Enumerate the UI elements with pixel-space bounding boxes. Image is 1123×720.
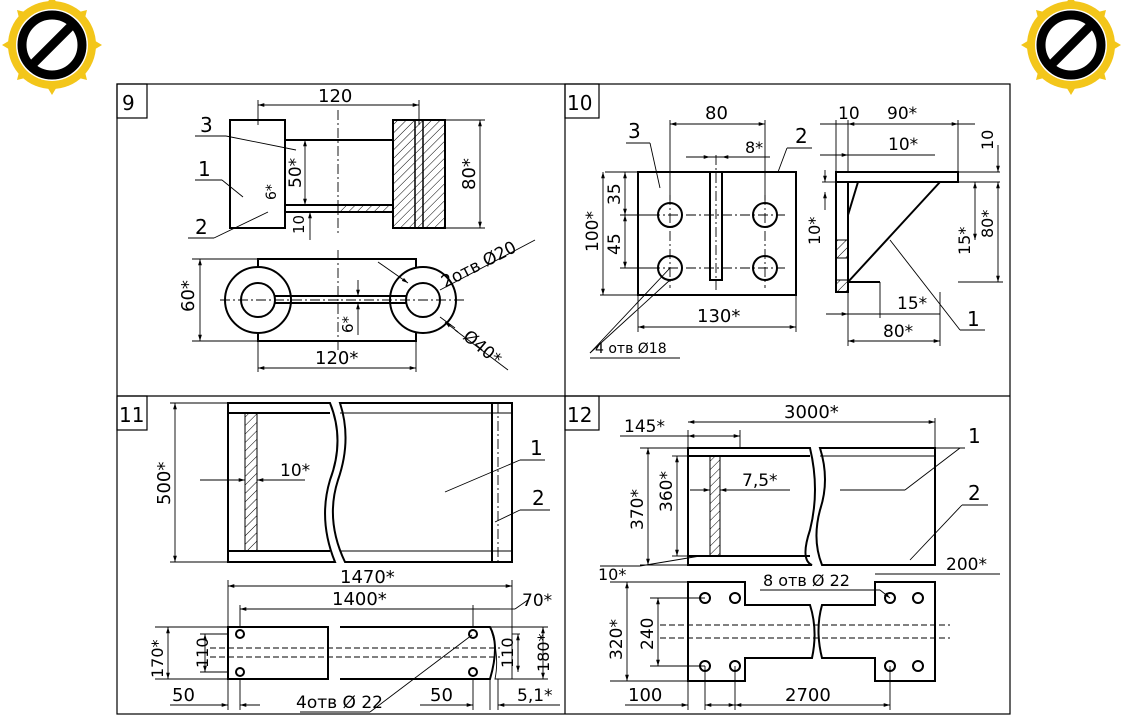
svg-text:500*: 500* bbox=[154, 462, 175, 505]
svg-text:10: 10 bbox=[978, 130, 997, 150]
svg-text:8*: 8* bbox=[745, 138, 763, 157]
svg-text:80*: 80* bbox=[978, 210, 997, 238]
svg-text:3000*: 3000* bbox=[784, 402, 839, 423]
panel-number-9: 9 bbox=[116, 83, 148, 119]
svg-text:45: 45 bbox=[605, 233, 625, 255]
svg-text:10*: 10* bbox=[598, 565, 626, 584]
svg-text:50: 50 bbox=[172, 685, 195, 706]
svg-text:370*: 370* bbox=[628, 489, 648, 530]
svg-text:110: 110 bbox=[193, 637, 212, 668]
svg-text:3: 3 bbox=[628, 119, 641, 143]
svg-text:2: 2 bbox=[195, 215, 208, 239]
svg-text:4отв Ø 22: 4отв Ø 22 bbox=[296, 693, 383, 713]
svg-text:1400*: 1400* bbox=[332, 589, 387, 610]
svg-text:70*: 70* bbox=[522, 591, 552, 611]
svg-text:1470*: 1470* bbox=[340, 567, 395, 588]
svg-text:3: 3 bbox=[200, 113, 213, 137]
svg-text:10: 10 bbox=[567, 91, 592, 115]
svg-text:9: 9 bbox=[122, 91, 135, 115]
svg-text:2: 2 bbox=[795, 124, 808, 148]
svg-text:360*: 360* bbox=[657, 471, 677, 512]
svg-text:80: 80 bbox=[705, 103, 728, 124]
svg-text:2: 2 bbox=[968, 481, 981, 505]
svg-text:80*: 80* bbox=[883, 322, 913, 342]
svg-text:10: 10 bbox=[290, 215, 308, 234]
panel-9-drawing: 120 80* 50* 10 6* 1 2 3 60* 6* bbox=[178, 86, 536, 372]
svg-text:1: 1 bbox=[198, 157, 211, 181]
svg-text:12: 12 bbox=[567, 403, 592, 427]
svg-text:200*: 200* bbox=[946, 555, 987, 575]
panel-10-drawing: 80 8* 35 45 100* 130* 4 отв Ø18 3 2 bbox=[583, 103, 1003, 359]
svg-text:1: 1 bbox=[967, 307, 980, 331]
svg-text:130*: 130* bbox=[697, 306, 740, 327]
svg-text:320*: 320* bbox=[607, 619, 627, 660]
svg-text:50*: 50* bbox=[286, 158, 306, 188]
prohibited-icon-right bbox=[1021, 0, 1121, 95]
svg-text:110: 110 bbox=[498, 637, 517, 668]
svg-text:60*: 60* bbox=[178, 280, 199, 312]
svg-text:4 отв Ø18: 4 отв Ø18 bbox=[595, 341, 667, 357]
svg-text:6*: 6* bbox=[264, 184, 280, 200]
svg-text:145*: 145* bbox=[624, 417, 665, 437]
svg-text:180*: 180* bbox=[534, 633, 553, 672]
svg-text:80*: 80* bbox=[459, 158, 480, 190]
svg-text:170*: 170* bbox=[148, 639, 167, 678]
svg-text:10*: 10* bbox=[888, 135, 918, 155]
svg-text:1: 1 bbox=[968, 424, 981, 448]
svg-text:120*: 120* bbox=[315, 348, 358, 369]
svg-text:6*: 6* bbox=[339, 315, 357, 333]
svg-text:Ø40*: Ø40* bbox=[459, 327, 505, 370]
svg-text:100: 100 bbox=[628, 685, 662, 706]
svg-text:2: 2 bbox=[532, 486, 545, 510]
svg-text:120: 120 bbox=[318, 86, 352, 107]
svg-text:50: 50 bbox=[430, 685, 453, 706]
svg-text:10*: 10* bbox=[805, 217, 824, 245]
svg-text:35: 35 bbox=[605, 183, 625, 205]
svg-text:11: 11 bbox=[119, 403, 144, 427]
prohibited-icon-left bbox=[2, 0, 102, 95]
svg-text:100*: 100* bbox=[583, 211, 603, 252]
svg-text:10*: 10* bbox=[280, 461, 310, 481]
svg-text:5,1*: 5,1* bbox=[517, 686, 553, 706]
panel-number-10: 10 bbox=[564, 83, 600, 119]
svg-text:90*: 90* bbox=[887, 104, 917, 124]
svg-text:10: 10 bbox=[838, 104, 860, 124]
svg-text:7,5*: 7,5* bbox=[742, 471, 778, 491]
sheet-frame bbox=[116, 83, 1011, 715]
svg-text:8 отв Ø 22: 8 отв Ø 22 bbox=[763, 571, 850, 590]
panel-11-drawing: 500* 10* 1 2 1470* 1400* 70* 170* bbox=[148, 402, 560, 713]
svg-text:2отв Ø20: 2отв Ø20 bbox=[438, 238, 520, 293]
svg-text:15*: 15* bbox=[955, 227, 974, 255]
svg-text:240: 240 bbox=[638, 618, 658, 650]
svg-text:2700: 2700 bbox=[785, 685, 831, 706]
panel-number-12: 12 bbox=[564, 395, 600, 431]
panel-number-11: 11 bbox=[116, 395, 148, 431]
svg-text:15*: 15* bbox=[897, 294, 927, 314]
panel-12-drawing: 145* 3000* 370* 360* 7,5* 10* 1 2 200* bbox=[598, 402, 1000, 710]
svg-text:1: 1 bbox=[530, 436, 543, 460]
